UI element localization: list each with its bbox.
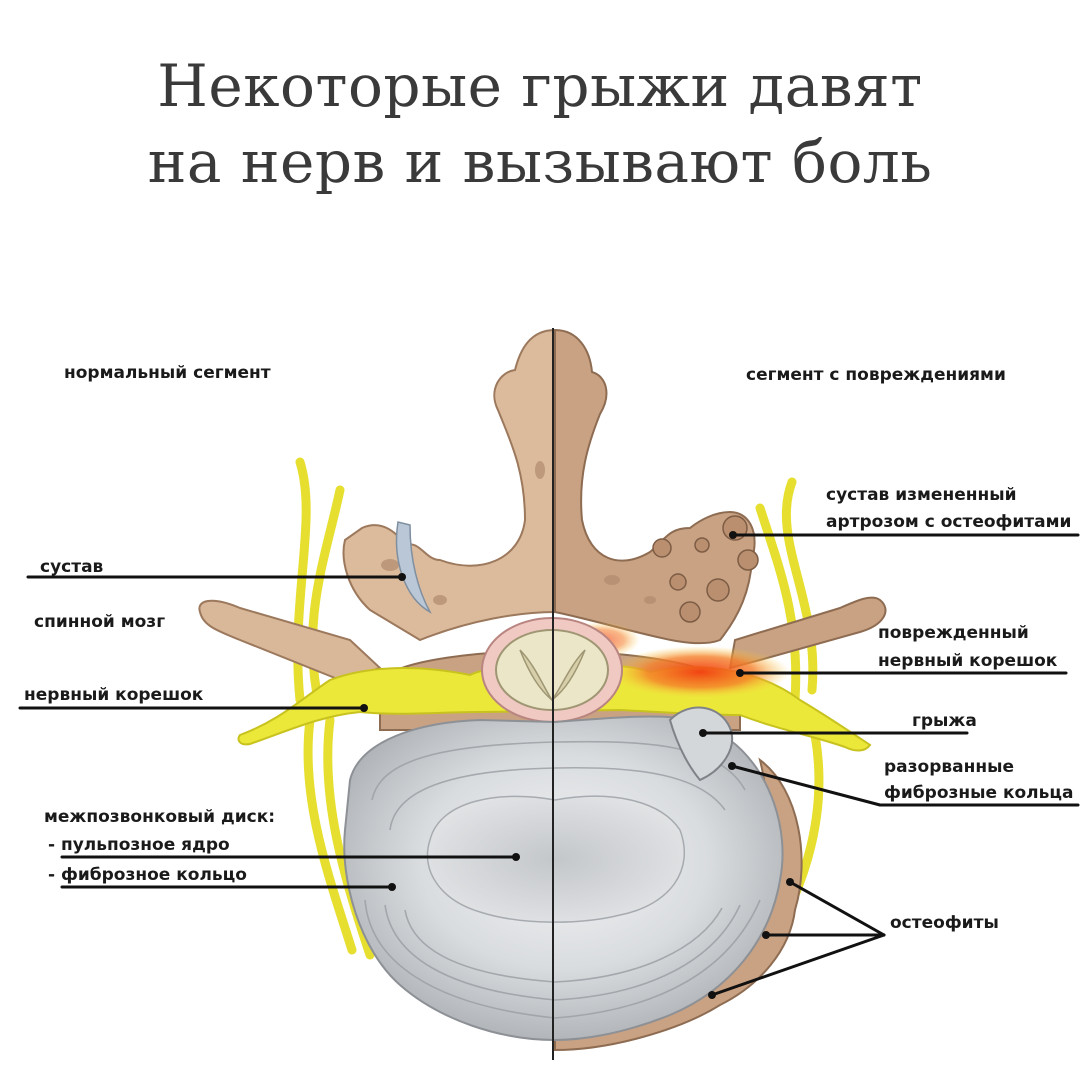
label-nerve-root: нервный корешок xyxy=(24,685,204,705)
inflammation-glow xyxy=(610,646,790,698)
label-torn-rings-line-2: фиброзные кольца xyxy=(884,783,1074,803)
label-nucleus: - пульпозное ядро xyxy=(48,835,230,855)
label-hernia: грыжа xyxy=(912,711,977,731)
vertebral-arch-left xyxy=(342,328,556,642)
nucleus-pulposus xyxy=(426,795,685,923)
leader-lines-right xyxy=(699,531,1080,999)
page-title: Некоторые грыжи давят на нерв и вызывают… xyxy=(0,48,1080,200)
label-osteophytes: остеофиты xyxy=(890,913,999,933)
title-line-2: на нерв и вызывают боль xyxy=(147,128,933,196)
vertebral-arch-right xyxy=(554,328,756,645)
label-torn-rings-line-1: разорванные xyxy=(884,757,1014,777)
title-line-1: Некоторые грыжи давят xyxy=(157,52,923,120)
label-damaged-root-line-1: поврежденный xyxy=(878,623,1029,643)
label-spinal-cord: спинной мозг xyxy=(34,612,166,632)
label-joint: сустав xyxy=(40,557,104,577)
label-annulus: - фиброзное кольцо xyxy=(48,865,247,885)
label-disc: межпозвонковый диск: xyxy=(44,807,276,827)
heading-damaged-segment: сегмент с повреждениями xyxy=(746,365,1006,385)
label-damaged-root-line-2: нервный корешок xyxy=(878,651,1058,671)
spinal-cord-grey-matter xyxy=(519,649,586,702)
label-arthritic-joint-line-2: артрозом с остеофитами xyxy=(826,512,1072,532)
leader-lines-left xyxy=(18,573,520,891)
bone-texture xyxy=(381,461,656,605)
left-facet-cartilage xyxy=(395,521,432,614)
hernia-bulge xyxy=(668,706,733,782)
heading-normal-segment: нормальный сегмент xyxy=(64,363,271,383)
label-arthritic-joint-line-1: сустав измененный xyxy=(826,485,1017,505)
left-transverse-process xyxy=(198,599,382,682)
